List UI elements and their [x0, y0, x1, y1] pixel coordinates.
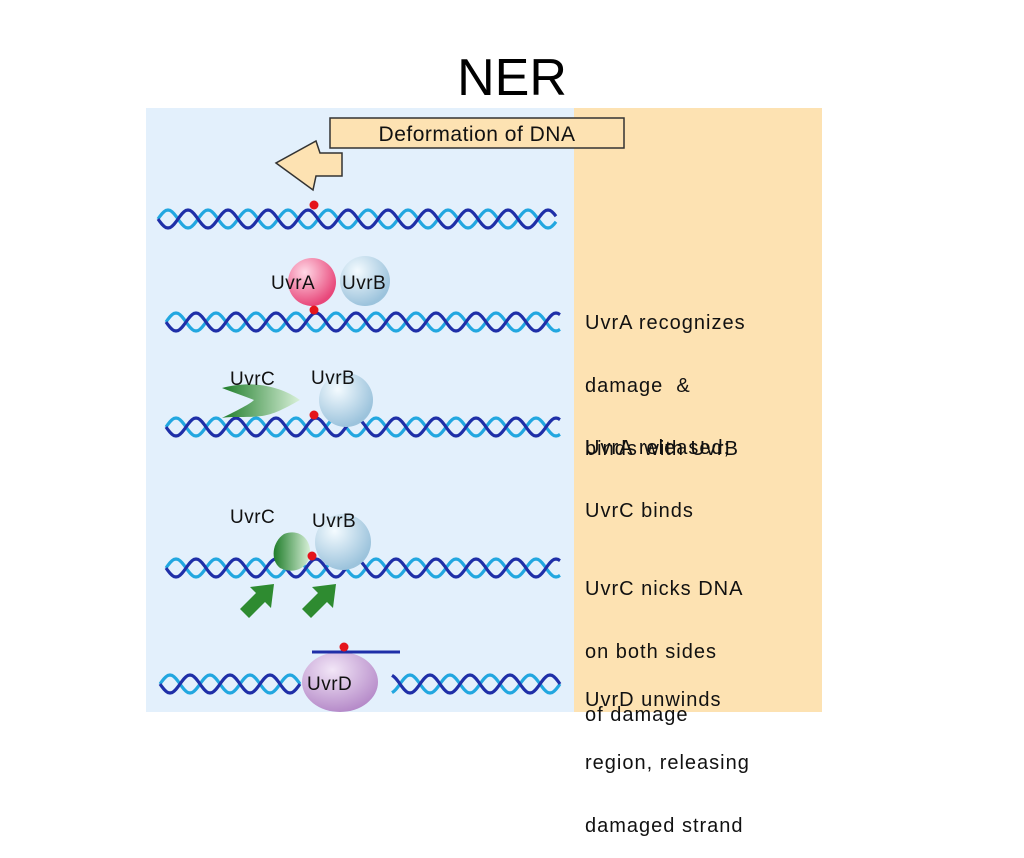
uvrb-label-step2: UvrB [342, 273, 386, 294]
step-2-line-3: binds with UvrB [585, 438, 739, 460]
dna-strand-dark [156, 208, 558, 230]
dna-strand-light [156, 208, 558, 230]
step-4-line-1: UvrC nicks DNA [585, 578, 744, 600]
dna-strand-dark [164, 416, 561, 438]
step-5-line-2: region, releasing [585, 752, 750, 774]
uvrc-label-step3: UvrC [230, 369, 275, 390]
description-panel [574, 108, 822, 712]
step-5-line-1: UvrD unwinds [585, 689, 722, 711]
step-2-line-2: damage & [585, 375, 691, 397]
dna-helix-step-2 [164, 311, 561, 333]
ner-diagram: Deformation of DNA UvrA UvrB UvrC UvrB U… [156, 117, 625, 712]
step-2-line-1: UvrA recognizes [585, 312, 746, 334]
uvrd-protein [302, 652, 378, 712]
uvrd-label: UvrD [307, 674, 352, 695]
nick-arrow-left-icon [240, 584, 274, 618]
uvrb-label-step3: UvrB [311, 368, 355, 389]
uvrb-label-step4: UvrB [312, 511, 356, 532]
step-4-description: UvrC nicks DNA on both sides of damage [585, 537, 743, 747]
page-title: NER [457, 49, 567, 107]
step-4-line-2: on both sides [585, 641, 717, 663]
dna-strand-light [164, 416, 561, 438]
dna-helix-step-4 [164, 557, 561, 579]
step-3-description: UvrA released; UvrC binds [585, 396, 730, 543]
uvrc-protein-step3 [222, 384, 300, 418]
step-2-description: UvrA recognizes damage & binds with UvrB [585, 271, 746, 481]
damage-site-icon [309, 410, 319, 420]
dna-helix-step-3 [164, 416, 561, 438]
dna-helix-step-1 [156, 208, 558, 230]
step-4-line-3: of damage [585, 704, 689, 726]
uvra-label: UvrA [271, 273, 315, 294]
uvrc-label-step4: UvrC [230, 507, 275, 528]
dna-strand-light [164, 557, 561, 579]
step-5-description: UvrD unwinds region, releasing damaged s… [585, 648, 750, 858]
nick-arrow-right-icon [302, 584, 336, 618]
damage-site-icon [309, 305, 319, 315]
damage-site-icon [307, 551, 317, 561]
dna-strand-light [164, 311, 561, 333]
deformation-callout: Deformation of DNA [274, 117, 625, 192]
uvrb-protein-step3 [319, 373, 373, 427]
uvrb-protein-step4 [315, 514, 371, 570]
uvra-protein [288, 258, 336, 306]
uvrb-protein-step2 [340, 256, 390, 306]
uvrc-protein-step4 [273, 532, 311, 571]
dna-strand-dark [164, 311, 561, 333]
callout-label: Deformation of DNA [379, 123, 576, 146]
step-3-line-1: UvrA released; [585, 437, 731, 459]
step-3-line-2: UvrC binds [585, 500, 694, 522]
dna-strand-dark [164, 557, 561, 579]
damage-site-icon [339, 642, 349, 652]
step-5-line-3: damaged strand [585, 815, 744, 837]
dna-strand-dark [158, 673, 562, 695]
damage-site-icon [309, 200, 319, 210]
dna-helix-step-5 [158, 673, 562, 695]
